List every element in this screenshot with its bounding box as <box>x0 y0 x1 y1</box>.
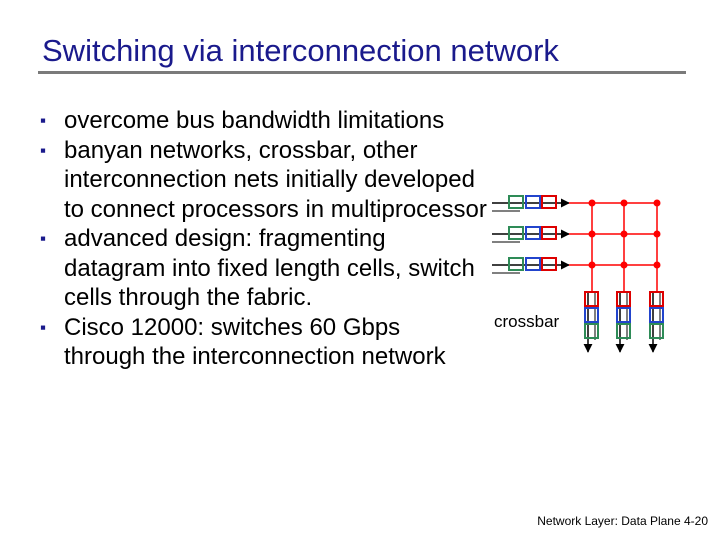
bullet-text: overcome bus bandwidth limitations <box>64 107 445 134</box>
cell-blue <box>525 195 541 209</box>
bullet-item: ▪ Cisco 12000: switches 60 Gbps through t… <box>38 313 488 372</box>
cell-red <box>616 291 631 307</box>
crosspoint-dot <box>653 261 661 269</box>
bullet-list: ▪ overcome bus bandwidth limitations ▪ ban… <box>38 106 488 372</box>
bullet-text: advanced design: fragmenting datagram in… <box>64 225 475 311</box>
bullet-item: ▪ advanced design: fragmenting datagram i… <box>38 224 488 313</box>
cell-red <box>584 291 599 307</box>
square-bullet-icon: ▪ <box>40 140 47 160</box>
cell-red <box>541 195 557 209</box>
slide-footer: Network Layer: Data Plane 4-20 <box>537 514 708 528</box>
cell-red <box>541 226 557 240</box>
cell-green <box>508 195 524 209</box>
bullet-text: Cisco 12000: switches 60 Gbps through th… <box>64 313 446 371</box>
cell-green <box>616 323 631 339</box>
cell-red <box>541 257 557 271</box>
cell-green <box>649 323 664 339</box>
bullet-item: ▪ overcome bus bandwidth limitations <box>38 106 488 136</box>
cell-blue <box>584 307 599 323</box>
title-underline <box>38 71 686 74</box>
bullet-text: banyan networks, crossbar, other interco… <box>64 136 487 223</box>
square-bullet-icon: ▪ <box>40 317 47 337</box>
square-bullet-icon: ▪ <box>40 111 47 130</box>
crosspoint-dot <box>653 230 661 238</box>
crosspoint-dot <box>588 230 596 238</box>
crosspoint-dot <box>620 261 628 269</box>
crosspoint-dot <box>653 199 661 207</box>
crosspoint-dot <box>588 199 596 207</box>
square-bullet-icon: ▪ <box>40 229 47 248</box>
cell-red <box>649 291 664 307</box>
crosspoint-dot <box>588 261 596 269</box>
cell-blue <box>525 226 541 240</box>
crosspoint-dot <box>620 230 628 238</box>
cell-green <box>584 323 599 339</box>
crossbar-label: crossbar <box>494 312 560 331</box>
crosspoint-dot <box>620 199 628 207</box>
cell-blue <box>525 257 541 271</box>
bullet-item: ▪ banyan networks, crossbar, other interc… <box>38 136 488 225</box>
cell-green <box>508 226 524 240</box>
crossbar-switch-fabric <box>492 195 664 353</box>
cell-blue <box>616 307 631 323</box>
cell-blue <box>649 307 664 323</box>
cell-green <box>508 257 524 271</box>
slide-title: Switching via interconnection network <box>42 33 559 68</box>
